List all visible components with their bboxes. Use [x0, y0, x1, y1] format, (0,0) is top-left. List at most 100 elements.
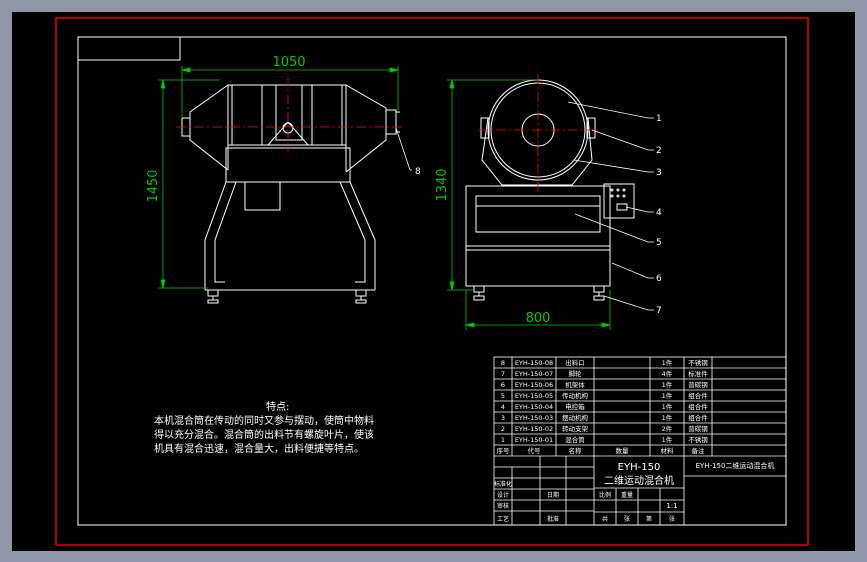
control-box: [603, 183, 635, 219]
parts-cell: 4件: [662, 369, 673, 378]
technical-notes: 特点: 本机混合筒在传动的同时又参与摆动，使筒中物料 得以充分混合。混合筒的出料…: [154, 401, 374, 455]
parts-cell: 机架体: [565, 380, 585, 389]
corner-box: [78, 37, 181, 61]
parts-cell: EYH-150-06: [515, 381, 553, 389]
parts-cell: 出料口: [565, 358, 585, 367]
parts-header-cell: 数量: [616, 446, 630, 455]
title-model: EYH-150: [618, 462, 661, 473]
parts-cell: 混合筒: [565, 435, 585, 444]
notes-line-2: 得以充分混合。混合筒的出料节有螺旋叶片，使该: [154, 428, 374, 441]
label-scale: 比例: [599, 491, 611, 499]
parts-cell: 不锈钢: [688, 435, 708, 444]
parts-cell: 5: [501, 392, 505, 400]
parts-cell: 普碳钢: [688, 424, 708, 433]
parts-cell: EYH-150-05: [515, 392, 553, 400]
parts-cell: 传动机构: [562, 391, 589, 400]
balloon-7: 7: [656, 306, 662, 316]
parts-cell: 组合件: [688, 413, 708, 422]
parts-cell: 7: [501, 370, 505, 378]
label-weight: 重量: [621, 491, 633, 499]
outlet-flange: [385, 109, 397, 135]
parts-cell: EYH-150-08: [515, 359, 553, 367]
parts-header-cell: 代号: [528, 446, 542, 455]
parts-cell: 摆动机构: [562, 413, 589, 422]
parts-cell: EYH-150-01: [515, 436, 553, 444]
center-bracket: [275, 85, 303, 141]
label-date: 日期: [547, 491, 559, 499]
dimension-width-left: 1050: [272, 55, 305, 70]
parts-cell: EYH-150-03: [515, 414, 553, 422]
label-standard: 标准化: [494, 480, 512, 488]
notes-line-3: 机具有混合迅速，混合量大，出料便捷等特点。: [154, 442, 364, 455]
label-sheets: 张: [624, 515, 630, 523]
parts-cell: 标准件: [688, 369, 708, 378]
parts-cell: 1件: [662, 380, 673, 389]
parts-cell: 脚轮: [569, 369, 583, 378]
parts-cell: 1件: [662, 358, 673, 367]
parts-header-cell: 名称: [569, 446, 583, 455]
leader-8: [395, 127, 411, 171]
parts-cell: EYH-150-02: [515, 425, 553, 433]
balloon-3: 3: [656, 168, 662, 178]
parts-cell: 组合件: [688, 402, 708, 411]
balloon-2: 2: [656, 146, 662, 156]
parts-header-cell: 序号: [497, 446, 511, 455]
side-view-centerlines: [478, 74, 598, 196]
parts-cell: 1: [501, 436, 505, 444]
title-scale: 1:1: [666, 502, 677, 510]
right-leg: [349, 181, 376, 290]
parts-cell: 转动支架: [562, 424, 589, 433]
parts-cell: 1件: [662, 413, 673, 422]
parts-cell: 1件: [662, 402, 673, 411]
leader-lines: [567, 101, 654, 311]
parts-cell: 6: [501, 381, 505, 389]
label-total: 共: [602, 515, 608, 523]
label-approve: 批准: [547, 515, 559, 523]
parts-cell: 电控箱: [565, 402, 585, 411]
balloon-6: 6: [656, 274, 662, 284]
label-design: 设计: [497, 491, 509, 499]
parts-cell: 3: [501, 414, 505, 422]
notes-line-1: 本机混合筒在传动的同时又参与摆动，使筒中物料: [154, 414, 374, 427]
parts-cell: 4: [501, 403, 505, 411]
drawing-background: [12, 12, 855, 551]
parts-header-cell: 备注: [692, 446, 706, 455]
label-sheet-no: 第: [646, 515, 652, 523]
inner-border: [77, 36, 787, 526]
notes-title: 特点:: [266, 401, 289, 413]
label-sheet: 张: [669, 515, 675, 523]
parts-cell: 组合件: [688, 391, 708, 400]
parts-cell: 普碳钢: [688, 380, 708, 389]
label-process: 工艺: [497, 515, 509, 523]
dimension-width-right: 800: [526, 311, 551, 326]
dimension-height-right: 1340: [435, 168, 450, 201]
title-block: EYH-150 二维运动混合机 EYH-150二维运动混合机 1:1 设计 审核…: [494, 461, 774, 523]
balloon-8: 8: [415, 167, 421, 177]
balloon-4: 4: [656, 208, 662, 218]
side-view-dimensions: [447, 79, 611, 330]
parts-cell: 8: [501, 359, 505, 367]
front-view-dimensions: [158, 66, 399, 289]
front-view-centerlines: [176, 76, 402, 152]
balloon-5: 5: [656, 238, 662, 248]
parts-cell: 2件: [662, 424, 673, 433]
parts-cell: 不锈钢: [688, 358, 708, 367]
left-leg: [204, 181, 227, 290]
parts-cell: 2: [501, 425, 505, 433]
outer-frame: [55, 17, 809, 546]
gear-motor: [244, 181, 281, 211]
title-drawing-number: EYH-150二维运动混合机: [696, 461, 775, 470]
rocker-frame: [481, 117, 593, 186]
balloon-1: 1: [656, 114, 662, 124]
parts-header-cell: 材料: [661, 446, 675, 455]
parts-cell: EYH-150-07: [515, 370, 553, 378]
parts-list-grid: [493, 356, 787, 526]
parts-cell: EYH-150-04: [515, 403, 553, 411]
dimension-height-left: 1450: [146, 169, 161, 202]
title-name: 二维运动混合机: [604, 474, 674, 487]
label-review: 审核: [497, 502, 509, 510]
parts-cell: 1件: [662, 435, 673, 444]
parts-cell: 1件: [662, 391, 673, 400]
